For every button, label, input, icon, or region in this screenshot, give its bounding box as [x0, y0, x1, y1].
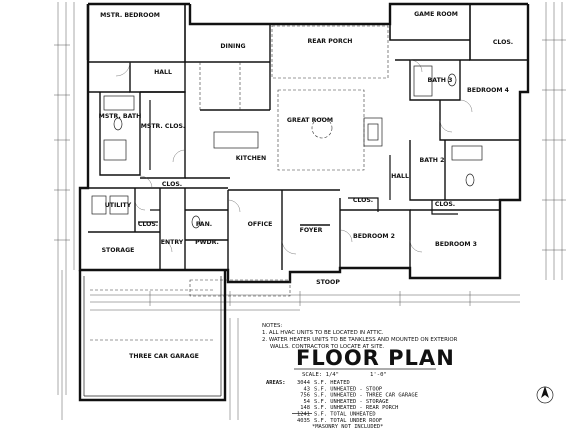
label-clos-e: CLOS.	[435, 201, 455, 208]
north-arrow-icon	[536, 386, 554, 404]
area-label: S.F. UNHEATED - STOOP	[314, 386, 382, 392]
interior-walls	[88, 4, 528, 270]
label-bath3: BATH 3	[428, 77, 453, 84]
label-foyer: FOYER	[300, 227, 323, 234]
notes-line-3: WALLS. CONTRACTOR TO LOCATE AT SITE.	[270, 344, 385, 350]
label-utility: UTILITY	[105, 202, 132, 209]
label-hall-a: HALL	[154, 69, 172, 76]
label-storage: STORAGE	[102, 247, 135, 254]
label-clos-c: CLOS.	[138, 221, 158, 228]
label-bedroom4: BEDROOM 4	[467, 87, 510, 94]
label-great-room: GREAT ROOM	[287, 117, 333, 124]
notes-heading: NOTES:	[262, 323, 282, 329]
label-game-room: GAME ROOM	[414, 11, 458, 18]
title-block: FLOOR PLAN SCALE: 1/4" 1'-0" AREAS:	[266, 346, 455, 386]
label-mstr-bedroom: MSTR. BEDROOM	[100, 12, 160, 19]
label-three-car-garage: THREE CAR GARAGE	[129, 353, 199, 360]
area-label: S.F. UNHEATED - THREE CAR GARAGE	[314, 393, 418, 399]
scale-value: 1'-0"	[370, 372, 387, 378]
door-swings	[115, 59, 473, 255]
notes-line-2: 2. WATER HEATER UNITS TO BE TANKLESS AND…	[262, 337, 458, 343]
area-value: 756	[300, 393, 310, 399]
label-pwdr: PWDR.	[195, 239, 219, 246]
label-bath2: BATH 2	[420, 157, 445, 164]
scale-label: SCALE: 1/4"	[302, 372, 339, 378]
label-clos-b: CLOS.	[162, 181, 182, 188]
area-value: 4035	[297, 418, 310, 424]
area-label: S.F. TOTAL UNHEATED	[314, 412, 376, 418]
label-entry: ENTRY	[161, 239, 184, 246]
label-stoop: STOOP	[316, 279, 340, 286]
floor-plan-title: FLOOR PLAN	[296, 346, 455, 370]
label-pan: PAN.	[196, 221, 212, 228]
area-value: 43	[304, 386, 311, 392]
area-label: S.F. UNHEATED - REAR PORCH	[314, 405, 398, 411]
area-value: 148	[300, 405, 310, 411]
notes-line-1: 1. ALL HVAC UNITS TO BE LOCATED IN ATTIC…	[262, 330, 384, 336]
area-label: S.F. TOTAL UNDER ROOF	[314, 418, 382, 424]
room-labels: MSTR. BEDROOM DINING REAR PORCH GAME ROO…	[99, 11, 514, 360]
area-label: S.F. UNHEATED - STORAGE	[314, 399, 389, 405]
garage-outline	[78, 270, 227, 402]
plumbing-fixtures	[91, 65, 483, 229]
area-value: 3044	[297, 380, 310, 386]
area-value: 1241	[297, 412, 310, 418]
dimension-lines	[54, 2, 566, 420]
dashed-elements	[189, 25, 389, 297]
label-office: OFFICE	[248, 221, 273, 228]
area-value: 54	[304, 399, 311, 405]
area-label: S.F. HEATED	[314, 380, 350, 386]
notes-block: NOTES: 1. ALL HVAC UNITS TO BE LOCATED I…	[262, 323, 458, 350]
label-dining: DINING	[220, 43, 245, 50]
label-clos-d: CLOS.	[353, 197, 373, 204]
label-rear-porch: REAR PORCH	[308, 38, 353, 45]
label-mstr-clos: MSTR. CLOS.	[141, 123, 186, 130]
masonry-note: *MASONRY NOT INCLUDED*	[312, 424, 383, 430]
label-clos-a: CLOS.	[493, 39, 513, 46]
label-hall-b: HALL	[391, 173, 409, 180]
label-bedroom3: BEDROOM 3	[435, 241, 477, 248]
areas-label: AREAS:	[266, 380, 285, 386]
label-bedroom2: BEDROOM 2	[353, 233, 395, 240]
label-kitchen: KITCHEN	[236, 155, 266, 162]
label-mstr-bath: MSTR. BATH	[99, 113, 142, 120]
